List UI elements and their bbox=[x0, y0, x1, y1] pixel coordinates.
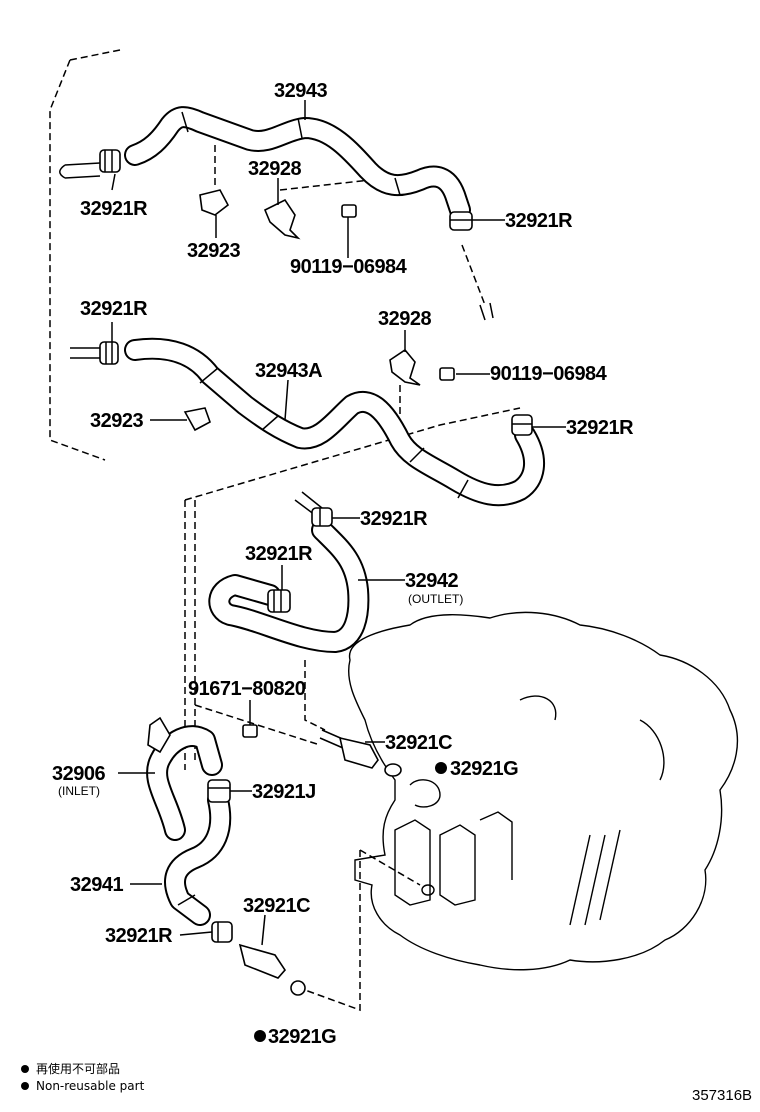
leader-lines bbox=[111, 100, 566, 946]
label-32921R-b: 32921R bbox=[505, 210, 573, 232]
bracket-32928-mid bbox=[389, 348, 421, 386]
label-32921R-f: 32921R bbox=[245, 543, 313, 565]
legend-dot bbox=[21, 1082, 29, 1090]
o-ring-32921G-lower bbox=[290, 980, 306, 996]
label-32942: 32942 bbox=[405, 570, 458, 592]
label-32921J: 32921J bbox=[252, 781, 316, 803]
bracket-32923-mid bbox=[183, 407, 211, 432]
label-32906-inlet: (INLET) bbox=[58, 784, 100, 798]
part-labels: 32943 32921R 32928 32923 90119−06984 329… bbox=[52, 80, 635, 1048]
clamp-32921R-outlet-inner bbox=[267, 589, 291, 613]
legend-dot bbox=[21, 1065, 29, 1073]
clamp-32921R-bottom bbox=[211, 921, 233, 943]
union-32921C-lower bbox=[238, 943, 287, 979]
label-90119-b: 90119−06984 bbox=[490, 363, 608, 385]
bolt-91671 bbox=[242, 724, 258, 738]
label-32906: 32906 bbox=[52, 763, 105, 785]
transmission-housing bbox=[348, 611, 738, 971]
label-90119-a: 90119−06984 bbox=[290, 256, 408, 278]
label-32921R-e: 32921R bbox=[360, 508, 428, 530]
label-32921C-b: 32921C bbox=[243, 895, 310, 917]
label-32943: 32943 bbox=[274, 80, 327, 102]
label-32921G-b: 32921G bbox=[268, 1026, 336, 1048]
clamp-32921R-mid-right bbox=[511, 414, 533, 436]
label-91671: 91671−80820 bbox=[188, 678, 306, 700]
bracket-32923-top bbox=[199, 189, 230, 216]
bracket-32906 bbox=[147, 716, 171, 754]
legend-japanese: 再使用不可部品 bbox=[36, 1061, 120, 1076]
label-32923-b: 32923 bbox=[90, 410, 143, 432]
bolt-90119-mid bbox=[439, 367, 455, 381]
clamp-32921R-top-right bbox=[449, 211, 473, 231]
label-32942-outlet: (OUTLET) bbox=[408, 592, 463, 606]
label-32928-b: 32928 bbox=[378, 308, 431, 330]
non-reusable-dot bbox=[435, 762, 447, 774]
hose-32941 bbox=[164, 789, 232, 926]
label-32921G-a: 32921G bbox=[450, 758, 518, 780]
label-32923-a: 32923 bbox=[187, 240, 240, 262]
group-boundary-lines bbox=[49, 49, 521, 1012]
label-32921R-d: 32921R bbox=[566, 417, 634, 439]
clamp-32921R-top-left bbox=[99, 149, 121, 173]
union-32921C-upper bbox=[338, 736, 379, 769]
hose-32943 bbox=[124, 106, 471, 221]
label-32921R-a: 32921R bbox=[80, 198, 148, 220]
hose-32942 bbox=[208, 519, 370, 653]
bracket-32928-top bbox=[263, 198, 301, 240]
bolt-90119-top bbox=[341, 204, 357, 218]
clamp-32921J bbox=[207, 779, 231, 803]
clamp-32921R-outlet-top bbox=[311, 507, 333, 527]
label-32921C-a: 32921C bbox=[385, 732, 452, 754]
label-32941: 32941 bbox=[70, 874, 123, 896]
label-32921R-g: 32921R bbox=[105, 925, 173, 947]
label-32943A: 32943A bbox=[255, 360, 322, 382]
legend: 再使用不可部品 Non-reusable part bbox=[21, 1061, 145, 1093]
pipe-stubs bbox=[59, 162, 494, 749]
hose-32906 bbox=[146, 725, 223, 841]
o-ring-32921G-upper bbox=[384, 763, 402, 777]
non-reusable-dot bbox=[254, 1030, 266, 1042]
legend-english: Non-reusable part bbox=[36, 1079, 145, 1093]
hose-32943A bbox=[124, 337, 546, 507]
clamp-32921R-mid-left bbox=[99, 341, 119, 365]
figure-code: 357316B bbox=[692, 1087, 752, 1104]
label-32921R-c: 32921R bbox=[80, 298, 148, 320]
label-32928-a: 32928 bbox=[248, 158, 301, 180]
